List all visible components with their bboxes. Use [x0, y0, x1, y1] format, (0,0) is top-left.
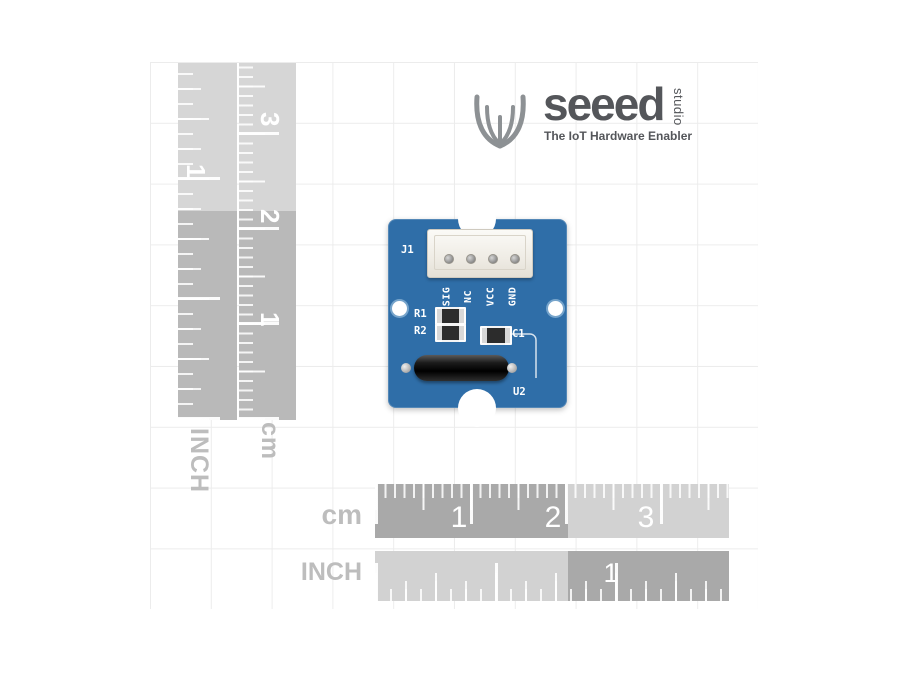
connector-inner	[434, 235, 526, 270]
vruler-inch-number-1: 1	[181, 164, 211, 179]
tilt-switch-lead-right	[507, 363, 517, 373]
vruler-cm-number-1: 1	[255, 312, 285, 327]
capacitor-c1	[480, 326, 512, 345]
hruler-cm-number-1: 1	[450, 501, 468, 534]
silkscreen-trace	[512, 333, 537, 378]
pin-label-sig-text: SIG	[441, 286, 453, 306]
logo-brand-text: seeed	[543, 78, 665, 130]
ruler-ticks	[178, 63, 237, 420]
resistor-r1	[435, 307, 466, 325]
vruler-inch-label: INCH	[185, 428, 213, 494]
hruler-inch-label: INCH	[300, 558, 362, 586]
vruler-cm-number-3: 3	[255, 112, 285, 127]
refdes-r1: R1	[414, 308, 427, 320]
vertical-ruler-inch	[178, 63, 237, 420]
vruler-cm-number-2: 2	[255, 209, 285, 224]
horizontal-ruler-cm: 1 2 3	[375, 484, 729, 538]
vertical-ruler-cm	[239, 63, 296, 420]
connector-pin-3	[488, 254, 498, 264]
connector-pin-2	[466, 254, 476, 264]
pin-label-vcc: VCC	[484, 279, 498, 313]
refdes-r2: R2	[414, 325, 427, 337]
seeed-wreath-icon	[474, 94, 526, 149]
ruler-ticks	[375, 551, 729, 601]
refdes-c1: C1	[512, 328, 525, 340]
resistor-r2	[435, 324, 466, 342]
refdes-j1: J1	[401, 244, 414, 256]
logo-tagline: The IoT Hardware Enabler	[544, 129, 693, 143]
pin-label-gnd: GND	[506, 279, 520, 313]
connector-pin-4	[510, 254, 520, 264]
hruler-cm-number-2: 2	[544, 501, 562, 534]
hruler-cm-number-3: 3	[637, 501, 655, 534]
hruler-cm-label: cm	[321, 499, 362, 530]
logo-studio-text: studio	[671, 88, 686, 126]
mounting-hole-left	[392, 301, 407, 316]
tilt-switch-component	[414, 355, 509, 381]
refdes-u2: U2	[513, 386, 526, 398]
horizontal-ruler-inch: 1	[375, 551, 729, 601]
pin-label-gnd-text: GND	[507, 286, 519, 306]
seeed-logo: seeed studio The IoT Hardware Enabler	[465, 78, 710, 155]
tilt-switch-lead-left	[401, 363, 411, 373]
ruler-ticks	[239, 63, 296, 420]
ruler-ticks	[375, 484, 729, 538]
connector-pin-1	[444, 254, 454, 264]
grove-pcb-board: J1 SIG NC VCC GND R1 R2 C1 U2	[388, 200, 567, 427]
hruler-inch-number-1: 1	[603, 558, 619, 588]
mounting-hole-right	[548, 301, 563, 316]
pin-label-nc-text: NC	[463, 289, 475, 303]
grove-connector	[427, 229, 533, 278]
pin-label-vcc-text: VCC	[485, 286, 497, 306]
vruler-cm-label: cm	[256, 422, 284, 461]
board-bottom-notch	[458, 389, 496, 427]
